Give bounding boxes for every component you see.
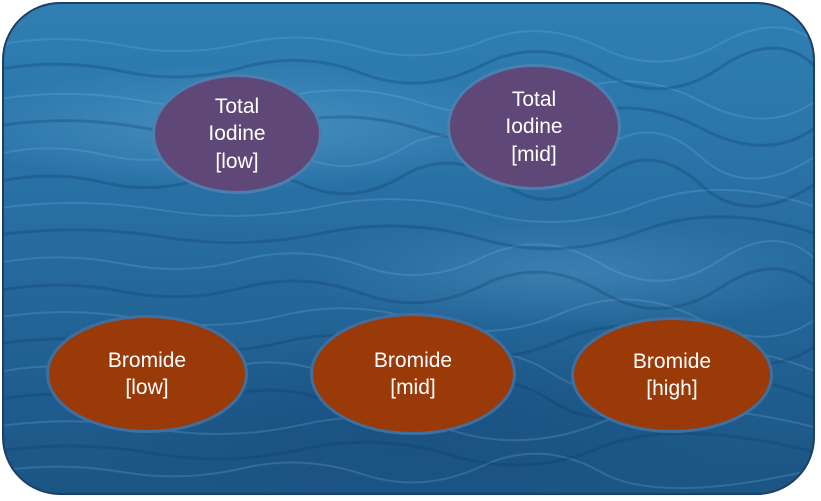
bromide-low-label: Bromide [low]: [107, 348, 187, 399]
ocean-background-panel: Total Iodine [low] Total Iodine [mid] Br…: [2, 2, 815, 495]
bromide-high-label: Bromide [high]: [632, 349, 712, 400]
bromide-mid-label: Bromide [mid]: [373, 348, 453, 399]
bromide-low-node: Bromide [low]: [46, 315, 248, 433]
total-iodine-low-label: Total Iodine [low]: [208, 95, 266, 173]
total-iodine-mid-label: Total Iodine [mid]: [505, 88, 563, 166]
total-iodine-low-node: Total Iodine [low]: [152, 74, 322, 194]
bromide-mid-node: Bromide [mid]: [310, 313, 516, 435]
total-iodine-mid-node: Total Iodine [mid]: [447, 64, 621, 190]
bromide-high-node: Bromide [high]: [571, 317, 773, 433]
